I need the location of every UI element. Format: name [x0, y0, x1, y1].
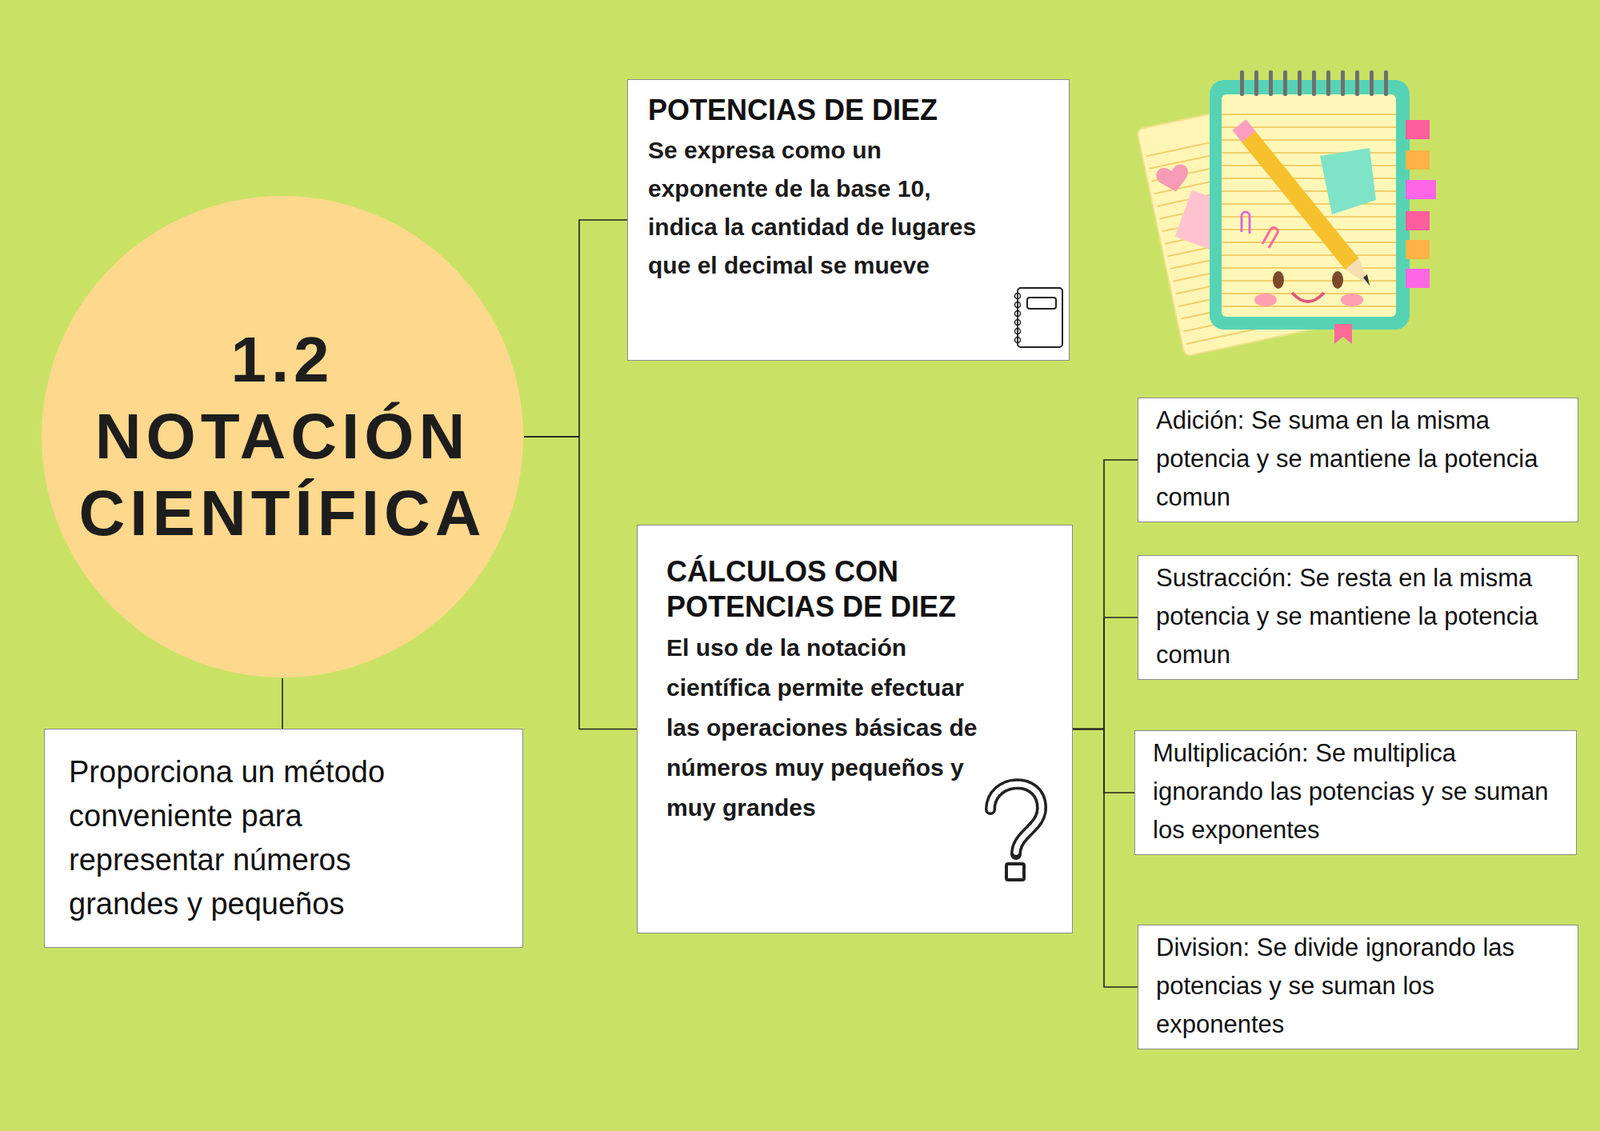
index-tabs: [1405, 120, 1436, 288]
bookmark: [1334, 324, 1352, 344]
notebook-icon: [1017, 288, 1063, 348]
smiley-face: [1254, 293, 1277, 307]
pencil: [1363, 274, 1370, 286]
notebook-icon: [1027, 297, 1056, 309]
connector-line: [1072, 460, 1138, 730]
note-box: Proporciona un método conveniente para r…: [44, 728, 524, 948]
index-tabs: [1405, 120, 1430, 140]
index-tabs: [1405, 240, 1430, 260]
ruled-lines: [1221, 104, 1396, 314]
notebook-icon: [1015, 337, 1021, 344]
body-text: 1.2 NOTACIÓN CIENTÍFICA: [70, 321, 495, 552]
spiral-rings: [1236, 70, 1395, 96]
body-text: Proporciona un método conveniente para r…: [68, 750, 445, 927]
body-text: El uso de la notación científica permite…: [666, 628, 978, 828]
notebook-cover: [1209, 80, 1410, 330]
notebook-icon: [1015, 293, 1021, 300]
operation-box: Division: Se divide ignorando las potenc…: [1137, 924, 1579, 1050]
notebook-icon: [1015, 328, 1021, 335]
heading-text: POTENCIAS DE DIEZ: [648, 92, 1005, 128]
index-tabs: [1405, 180, 1436, 200]
body-text: Se expresa como un exponente de la base …: [648, 131, 1005, 285]
connector-line: [281, 678, 284, 729]
paperclips: [1241, 212, 1250, 234]
smiley-face: [1254, 271, 1364, 307]
operation-box: Adición: Se suma en la misma potencia y …: [1137, 397, 1579, 523]
connector-line: [524, 220, 628, 437]
question-mark-icon: [990, 784, 1042, 880]
smiley-face: [1332, 271, 1344, 289]
index-tabs: [1405, 150, 1430, 170]
smiley-face: [1340, 293, 1364, 307]
circle-fill: [41, 196, 524, 678]
paperclips: [1262, 228, 1278, 248]
pencil: [1239, 124, 1370, 286]
sticky-note: [1320, 148, 1376, 215]
connector-line: [1072, 729, 1138, 988]
heading-text: CÁLCULOS CON POTENCIAS DE DIEZ: [666, 554, 978, 625]
notebook-icon: [1015, 288, 1064, 348]
index-tabs: [1405, 268, 1430, 288]
operation-box: Multiplicación: Se multiplica ignorando …: [1134, 730, 1577, 856]
back-paper: [1155, 163, 1192, 196]
index-tabs: [1405, 211, 1430, 231]
notebook-icon: [1015, 320, 1021, 326]
body-text: Division: Se divide ignorando las potenc…: [1156, 928, 1565, 1044]
connector-line: [1072, 617, 1138, 730]
smiley-face: [1272, 271, 1284, 289]
notebook-icon: [1015, 302, 1021, 308]
question-mark-icon: [1006, 864, 1024, 880]
title-circle: 1.2 NOTACIÓN CIENTÍFICA: [40, 195, 524, 679]
pencil: [1239, 124, 1249, 137]
question-mark-icon: [990, 784, 1042, 855]
body-text: Sustracción: Se resta en la misma potenc…: [1156, 559, 1565, 675]
notebook-page: [1221, 94, 1396, 317]
topic-box: POTENCIAS DE DIEZSe expresa como un expo…: [627, 79, 1070, 361]
body-text: Adición: Se suma en la misma potencia y …: [1156, 401, 1565, 517]
pencil: [1345, 258, 1371, 286]
body-text: Multiplicación: Se multiplica ignorando …: [1152, 734, 1564, 850]
pencil: [1248, 136, 1352, 264]
smiley-face: [1292, 292, 1324, 302]
notebook-illustration: [1136, 70, 1436, 357]
operation-box: Sustracción: Se resta en la misma potenc…: [1137, 555, 1579, 680]
connector-line: [524, 436, 637, 730]
question-mark-icon: [990, 784, 1042, 855]
notebook-icon: [1015, 311, 1021, 317]
paperclips: [1241, 212, 1278, 248]
